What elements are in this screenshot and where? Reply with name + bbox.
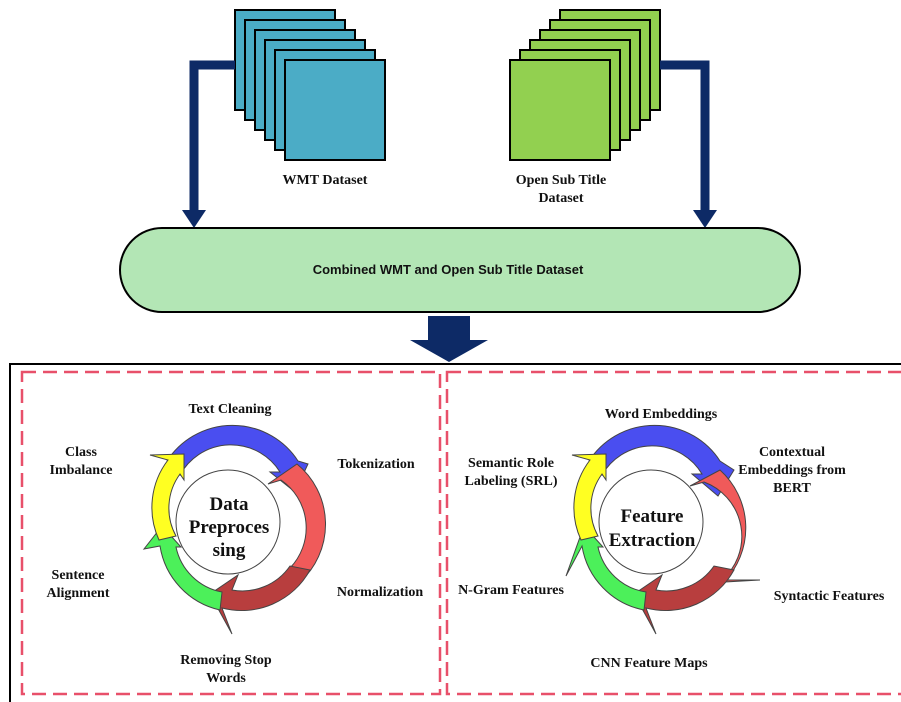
combined-dataset-box	[119, 227, 801, 313]
step-class-imbalance-line2: Imbalance	[50, 463, 113, 478]
step-syntactic-features: Syntactic Features	[774, 589, 885, 604]
step-sentence-alignment-line2: Alignment	[47, 586, 110, 601]
step-srl-line2: Labeling (SRL)	[465, 474, 558, 489]
step-text-cleaning: Text Cleaning	[188, 402, 271, 417]
opensub-dataset-stack	[509, 9, 661, 161]
opensub-dataset-label-line1: Open Sub Title	[516, 173, 607, 188]
step-normalization: Normalization	[337, 585, 424, 600]
step-cnn-feature-maps: CNN Feature Maps	[590, 656, 708, 671]
step-contextual-line3: BERT	[773, 481, 811, 496]
down-arrow	[410, 316, 488, 362]
opensub-dataset-label-line2: Dataset	[538, 191, 583, 206]
wmt-to-combined-arrow	[182, 60, 235, 228]
feature-extraction-cycle	[565, 424, 761, 635]
step-removing-stop-words-line2: Words	[206, 671, 246, 686]
preprocessing-center-line1: Data	[209, 494, 249, 515]
preprocessing-center-line3: sing	[213, 540, 246, 561]
step-ngram-features: N-Gram Features	[458, 583, 564, 598]
step-class-imbalance-line1: Class	[65, 445, 97, 460]
step-contextual-line1: Contextual	[759, 445, 825, 460]
step-contextual-line2: Embeddings from	[738, 463, 846, 478]
opensub-to-combined-arrow	[660, 60, 717, 228]
wmt-dataset-stack	[234, 9, 386, 161]
preprocessing-panel	[20, 370, 442, 696]
feature-center-line1: Feature	[621, 506, 684, 527]
combined-dataset-label: Combined WMT and Open Sub Title Dataset	[313, 262, 584, 277]
preprocessing-center-line2: Preproces	[189, 517, 270, 538]
step-tokenization: Tokenization	[337, 457, 414, 472]
wmt-dataset-label: WMT Dataset	[283, 173, 368, 188]
processing-frame	[9, 363, 901, 702]
preprocessing-cycle	[142, 424, 327, 635]
step-word-embeddings: Word Embeddings	[605, 407, 718, 422]
feature-extraction-panel	[445, 370, 901, 696]
step-sentence-alignment-line1: Sentence	[52, 568, 105, 583]
feature-center-line2: Extraction	[609, 530, 696, 551]
step-srl-line1: Semantic Role	[468, 456, 554, 471]
step-removing-stop-words-line1: Removing Stop	[180, 653, 272, 668]
